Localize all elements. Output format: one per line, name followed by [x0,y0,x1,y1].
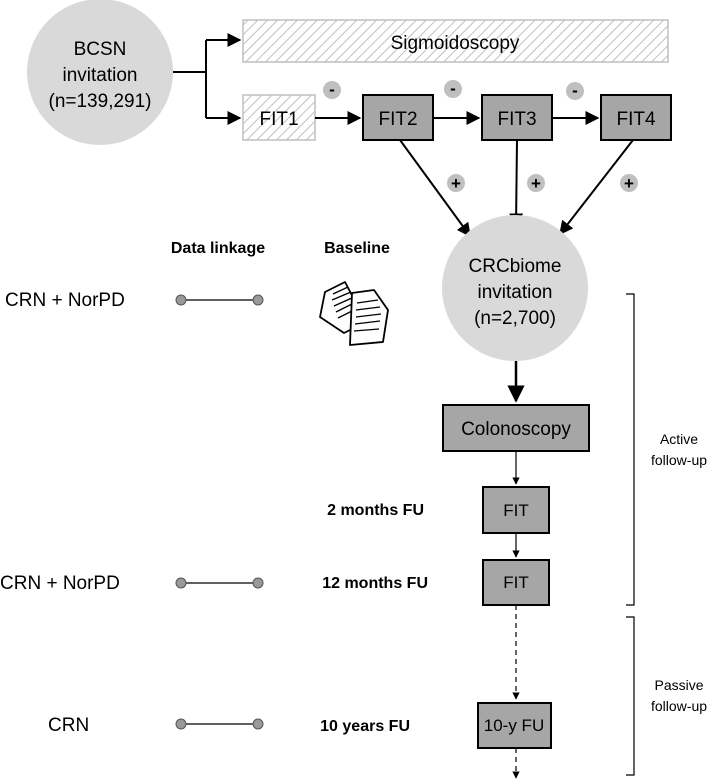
active-followup-label-line1: Active [660,431,698,447]
colonoscopy-node: Colonoscopy [442,404,590,452]
crcbiome-label-line2: invitation [478,282,553,303]
negative-badge-2: - [444,79,462,98]
fit4-box [600,94,672,141]
baseline-linkage-label: CRN + NorPD [5,290,125,311]
fit2-box [362,94,434,141]
active-followup-label-line2: follow-up [651,452,707,468]
fit2-label: FIT2 [378,109,417,130]
fit3-label: FIT3 [497,109,536,130]
negative-sign-3: - [572,81,578,100]
bcsn-split-connector [173,33,242,125]
bcsn-label-line2: invitation [63,65,138,86]
colonoscopy-box [442,404,590,452]
sigmoidoscopy-box [242,19,669,63]
bcsn-label-line1: BCSN [74,39,127,60]
negative-badge-1: - [323,80,341,99]
sigmoidoscopy-label: Sigmoidoscopy [391,33,520,54]
positive-badge-3: + [620,174,638,193]
fit-2-months-node: FIT [482,486,550,534]
bcsn-label-line3: (n=139,291) [49,91,152,112]
followup-2-months-label: 2 months FU [327,502,424,519]
negative-badge-3: - [566,81,584,100]
positive-arrows [399,139,634,238]
negative-sign-1: - [329,80,335,99]
fit-12-months-box [482,559,550,606]
fit4-node: FIT4 [600,94,672,141]
followup-12-months-linkage-label: CRN + NorPD [0,573,120,594]
fit-12-months-node: FIT [482,559,550,606]
crcbiome-invitation-node: CRCbiome invitation (n=2,700) [442,215,588,361]
colonoscopy-label: Colonoscopy [461,419,571,440]
fit3-node: FIT3 [481,94,553,141]
baseline-header: Baseline [324,240,390,257]
fit-2-months-box [482,486,550,534]
sigmoidoscopy-node: Sigmoidoscopy [242,19,669,63]
positive-sign-1: + [451,174,461,193]
negative-sign-2: - [450,79,456,98]
positive-sign-3: + [624,174,634,193]
followup-12-months-label: 12 months FU [322,575,428,592]
fit-2-months-label: FIT [503,501,529,520]
linkage-connector-icon [175,294,264,306]
bcsn-invitation-node: BCSN invitation (n=139,291) [27,0,173,145]
fit-12-months-label: FIT [503,573,529,592]
ten-year-fu-box [477,702,552,749]
fit1-label: FIT1 [259,109,298,130]
crcbiome-circle [442,215,588,361]
positive-sign-2: + [531,174,541,193]
passive-followup-bracket [626,616,635,776]
fit2-node: FIT2 [362,94,434,141]
fit1-node: FIT1 [242,94,316,141]
bcsn-circle [27,0,173,145]
fit4-label: FIT4 [616,109,655,130]
passive-followup-label-line2: follow-up [651,698,707,714]
positive-badge-1: + [447,174,465,193]
followup-10-years-label: 10 years FU [320,718,410,735]
positive-badge-2: + [527,174,545,193]
ten-year-fu-node: 10-y FU [477,702,552,749]
documents-icon [319,281,389,346]
linkage-connector-icon [175,577,264,589]
linkage-connector-icon [175,718,264,730]
crcbiome-label-line3: (n=2,700) [474,308,556,329]
crcbiome-label-line1: CRCbiome [469,256,562,277]
ten-year-fu-label: 10-y FU [484,716,544,735]
passive-followup-label-line1: Passive [654,677,703,693]
active-followup-bracket [626,293,635,606]
followup-10-years-linkage-label: CRN [48,715,89,736]
data-linkage-header: Data linkage [171,240,265,257]
